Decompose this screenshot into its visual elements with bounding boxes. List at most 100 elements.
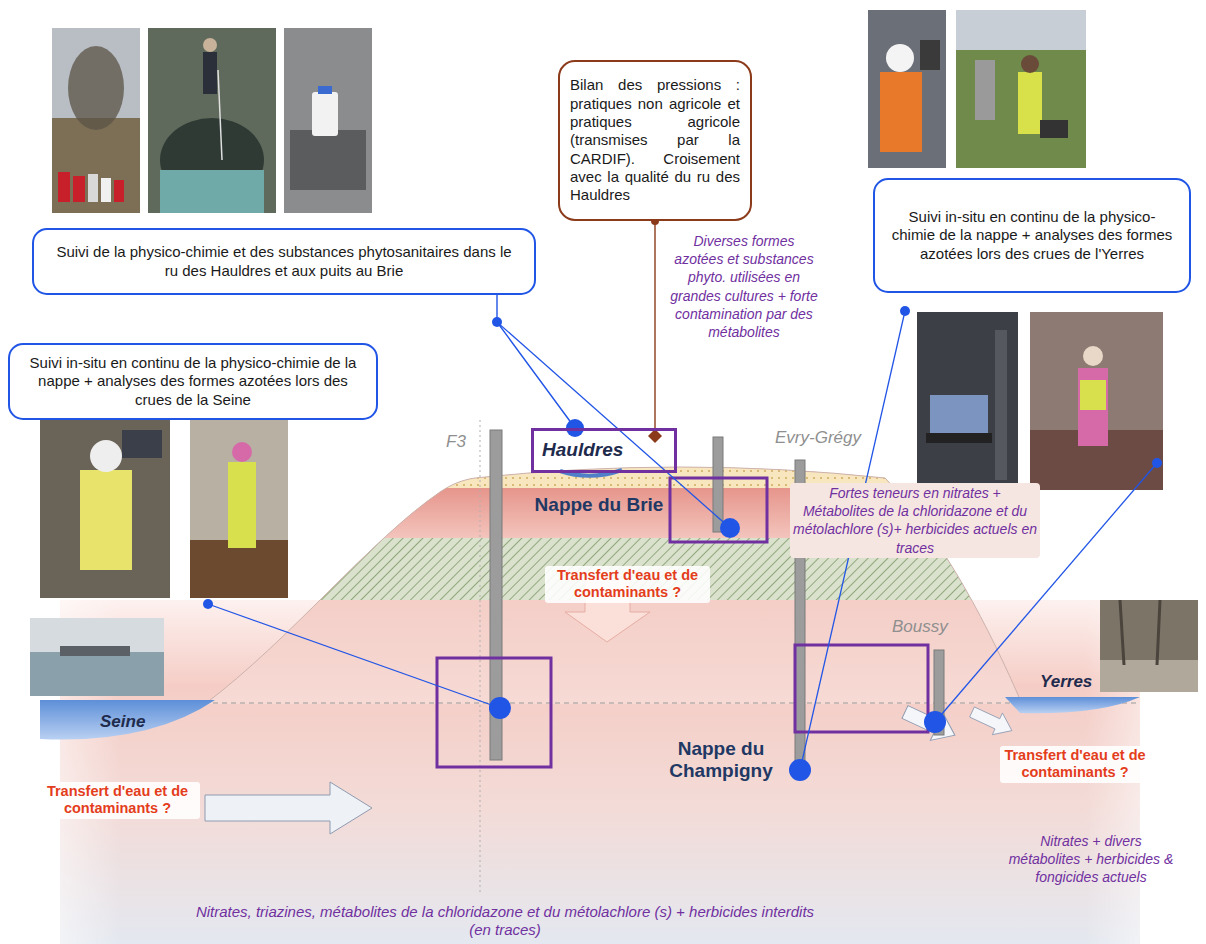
monitoring-callout: Suivi de la physico-chimie et des substa… bbox=[32, 228, 536, 295]
site-name: F3 bbox=[446, 432, 466, 452]
photo bbox=[917, 312, 1018, 490]
node-text: Suivi in-situ en continu de la physico-c… bbox=[22, 354, 364, 409]
photo bbox=[956, 10, 1086, 168]
photo-part bbox=[1078, 368, 1108, 446]
photo-part bbox=[160, 170, 264, 213]
photo-part bbox=[917, 312, 1018, 490]
photo-part bbox=[40, 418, 170, 598]
leader-dot bbox=[1152, 458, 1162, 468]
photo bbox=[30, 618, 164, 696]
photo-part bbox=[1100, 600, 1198, 660]
river-seine bbox=[40, 700, 215, 740]
photo-part bbox=[228, 462, 256, 548]
site-name: Boussy bbox=[892, 617, 948, 637]
photo-part bbox=[101, 178, 111, 202]
photo bbox=[148, 28, 276, 213]
photo-part bbox=[58, 172, 70, 202]
photo-part bbox=[1018, 72, 1042, 134]
photo-part bbox=[80, 470, 132, 570]
sample-point bbox=[789, 759, 811, 781]
plateau-layers bbox=[180, 450, 1050, 710]
water-table-line bbox=[60, 703, 1140, 704]
monitoring-callout: Suivi in-situ en continu de la physico-c… bbox=[873, 178, 1191, 293]
photo-part bbox=[30, 652, 164, 696]
river-yerres bbox=[1005, 697, 1140, 713]
finding-note: Nitrates + divers métabolites + herbicid… bbox=[1005, 832, 1177, 887]
champigny-layer bbox=[180, 450, 1050, 710]
leader-dot bbox=[900, 306, 910, 316]
photo bbox=[190, 418, 288, 598]
monitoring-callout: Suivi in-situ en continu de la physico-c… bbox=[8, 343, 378, 420]
photo-part bbox=[975, 60, 995, 120]
study-box bbox=[437, 658, 551, 767]
connector bbox=[648, 217, 662, 443]
photo-part bbox=[312, 92, 338, 136]
connector-line bbox=[497, 295, 575, 428]
connector-line bbox=[654, 221, 655, 428]
transfer-arrow bbox=[967, 701, 1017, 741]
node-text: Suivi de la physico-chimie et des substa… bbox=[48, 243, 520, 280]
photo-part bbox=[232, 442, 252, 462]
photo-part bbox=[930, 395, 988, 433]
finding-note: Diverses formes azotées et substances ph… bbox=[668, 232, 820, 341]
photo-part bbox=[90, 440, 122, 472]
aquifer-name: Nappe du Brie bbox=[532, 494, 666, 516]
leader-line bbox=[208, 604, 500, 708]
transfer-arrow bbox=[205, 782, 372, 834]
photo-part bbox=[290, 130, 366, 190]
hill-wash bbox=[180, 450, 1050, 710]
photo-part bbox=[203, 52, 217, 94]
photo-part bbox=[284, 28, 372, 213]
photo bbox=[1100, 600, 1198, 692]
photo-part bbox=[1120, 600, 1124, 665]
photo-part bbox=[920, 40, 940, 70]
photo-part bbox=[122, 430, 162, 458]
transfer-question: Transfert d'eau et de contaminants ? bbox=[1000, 746, 1150, 783]
photo-part bbox=[926, 433, 992, 443]
diamond-marker bbox=[648, 429, 662, 443]
transfer-question: Transfert d'eau et de contaminants ? bbox=[35, 782, 200, 819]
photo-part bbox=[190, 540, 288, 598]
photo bbox=[52, 28, 140, 213]
finding-note: Nitrates, triazines, métabolites de la c… bbox=[195, 903, 815, 939]
pressure-callout: Bilan des pressions : pratiques non agri… bbox=[558, 60, 752, 221]
transfer-arrow bbox=[899, 698, 962, 748]
photo-part bbox=[956, 50, 1086, 168]
sample-point bbox=[489, 697, 511, 719]
site-name: Evry-Grégy bbox=[775, 428, 861, 448]
study-box bbox=[795, 645, 928, 732]
photo-part bbox=[880, 72, 922, 152]
study-box: Hauldres bbox=[531, 428, 677, 473]
photo bbox=[40, 418, 170, 598]
photo-part bbox=[1083, 346, 1103, 366]
leader-line bbox=[497, 322, 730, 528]
sample-point bbox=[924, 711, 946, 733]
photo-part bbox=[1040, 120, 1068, 138]
arrow-shape bbox=[899, 698, 962, 748]
finding-note: Fortes teneurs en nitrates + Métabolites… bbox=[790, 483, 1040, 558]
photo-part bbox=[1157, 600, 1160, 665]
photo-part bbox=[995, 330, 1007, 480]
node-text: Bilan des pressions : pratiques non agri… bbox=[570, 76, 740, 204]
photo-part bbox=[1021, 55, 1039, 73]
photo-part bbox=[1100, 660, 1198, 692]
photo bbox=[868, 10, 946, 168]
photo-part bbox=[218, 70, 222, 160]
leader-dot bbox=[203, 599, 213, 609]
photo-part bbox=[88, 174, 98, 202]
photo-part bbox=[886, 44, 914, 72]
node-text: Suivi in-situ en continu de la physico-c… bbox=[887, 208, 1177, 263]
photo-part bbox=[868, 10, 946, 168]
connector-dot bbox=[492, 317, 502, 327]
connector bbox=[492, 295, 584, 437]
sample-point bbox=[720, 518, 740, 538]
river-name: Yerres bbox=[1040, 672, 1092, 692]
photo-part bbox=[318, 86, 332, 94]
photo-part bbox=[52, 118, 140, 213]
transfer-question: Transfert d'eau et de contaminants ? bbox=[545, 566, 710, 603]
photo bbox=[1030, 312, 1163, 490]
photo bbox=[284, 28, 372, 213]
photo-part bbox=[956, 10, 1086, 50]
photo-part bbox=[203, 38, 217, 52]
